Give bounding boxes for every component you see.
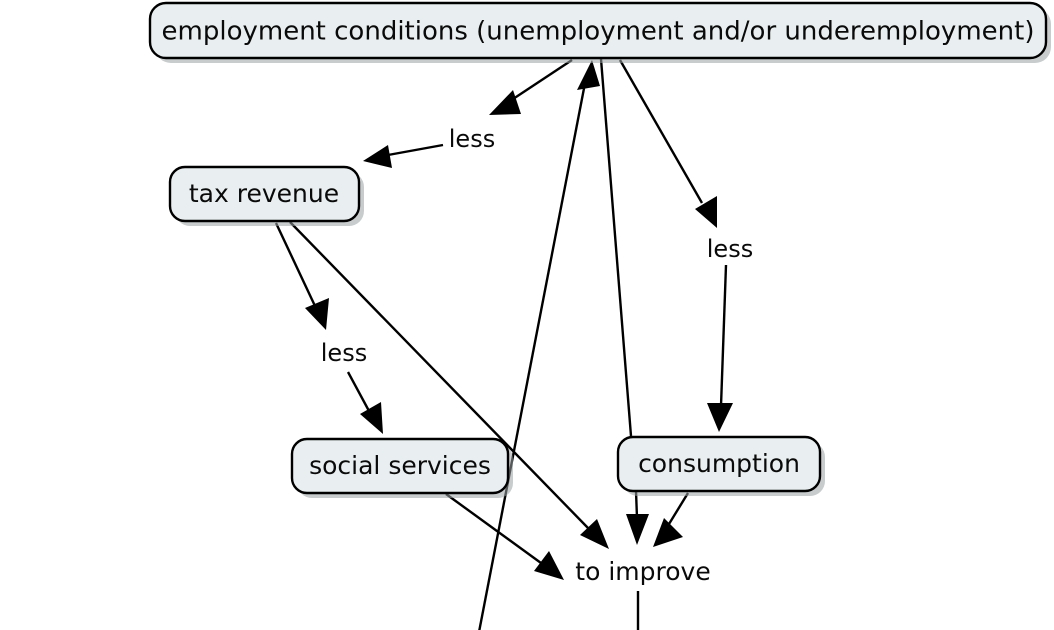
edge-line <box>509 58 573 103</box>
edge-line <box>719 264 728 407</box>
edge-employment-to-less-consumption <box>618 59 717 228</box>
arrowhead-icon <box>577 60 600 90</box>
edge-consumption-mid-to-to-improve <box>626 490 649 545</box>
node-background <box>616 435 822 493</box>
edge-tax-revenue-to-less-social <box>274 222 329 330</box>
edge-line <box>274 222 317 307</box>
edge-social-services-to-to-improve <box>445 493 564 580</box>
edge-employment-to-less-tax <box>489 58 573 115</box>
arrowhead-icon <box>305 298 329 330</box>
node-background <box>290 437 510 495</box>
edge-consumption-to-employment <box>599 58 633 437</box>
arrowhead-icon <box>707 403 733 432</box>
edge-label-less-consumption: less <box>707 235 753 263</box>
node-background <box>148 1 1048 60</box>
edge-line <box>599 58 633 437</box>
edge-line <box>478 77 588 630</box>
edge-less-social-to-social-services <box>346 371 383 434</box>
node-employment-conditions[interactable]: employment conditions (unemployment and/… <box>148 1 1051 63</box>
node-label-tax-revenue: tax revenue <box>189 179 339 208</box>
node-tax-revenue[interactable]: tax revenue <box>168 165 364 226</box>
node-label-employment-conditions: employment conditions (unemployment and/… <box>162 17 1035 47</box>
arrowhead-icon <box>580 519 609 549</box>
edge-tax-revenue-to-to-improve <box>289 221 609 549</box>
edge-layer <box>274 58 733 630</box>
edge-line <box>289 221 589 529</box>
edge-line <box>618 59 704 204</box>
node-label-social-services: social services <box>309 451 491 480</box>
node-social-services[interactable]: social services <box>290 437 513 498</box>
arrowhead-icon <box>534 551 564 580</box>
edge-line <box>346 371 371 412</box>
edge-consumption-to-to-improve <box>653 492 690 547</box>
arrowhead-icon <box>360 402 383 434</box>
node-label-to-improve: to improve <box>575 557 710 586</box>
node-layer: employment conditions (unemployment and/… <box>148 1 1051 586</box>
edge-label-less-social: less <box>321 339 367 367</box>
edge-line <box>387 143 444 157</box>
arrowhead-icon <box>363 145 392 168</box>
edge-offscreen-to-employment <box>478 60 600 630</box>
edge-less-consumption-to-consumption <box>707 264 733 432</box>
edge-label-less-tax: less <box>449 125 495 153</box>
edge-line <box>667 492 690 525</box>
edge-line <box>445 493 542 564</box>
edge-less-tax-to-tax-revenue <box>363 143 444 168</box>
arrowhead-icon <box>653 518 683 547</box>
node-consumption[interactable]: consumption <box>616 435 825 496</box>
node-background <box>168 165 361 223</box>
arrowhead-icon <box>695 196 717 228</box>
arrowhead-icon <box>489 90 521 115</box>
arrowhead-icon <box>626 514 649 545</box>
node-label-consumption: consumption <box>638 449 800 478</box>
edge-label-layer: less less less <box>321 125 753 367</box>
node-to-improve[interactable]: to improve <box>575 557 710 586</box>
